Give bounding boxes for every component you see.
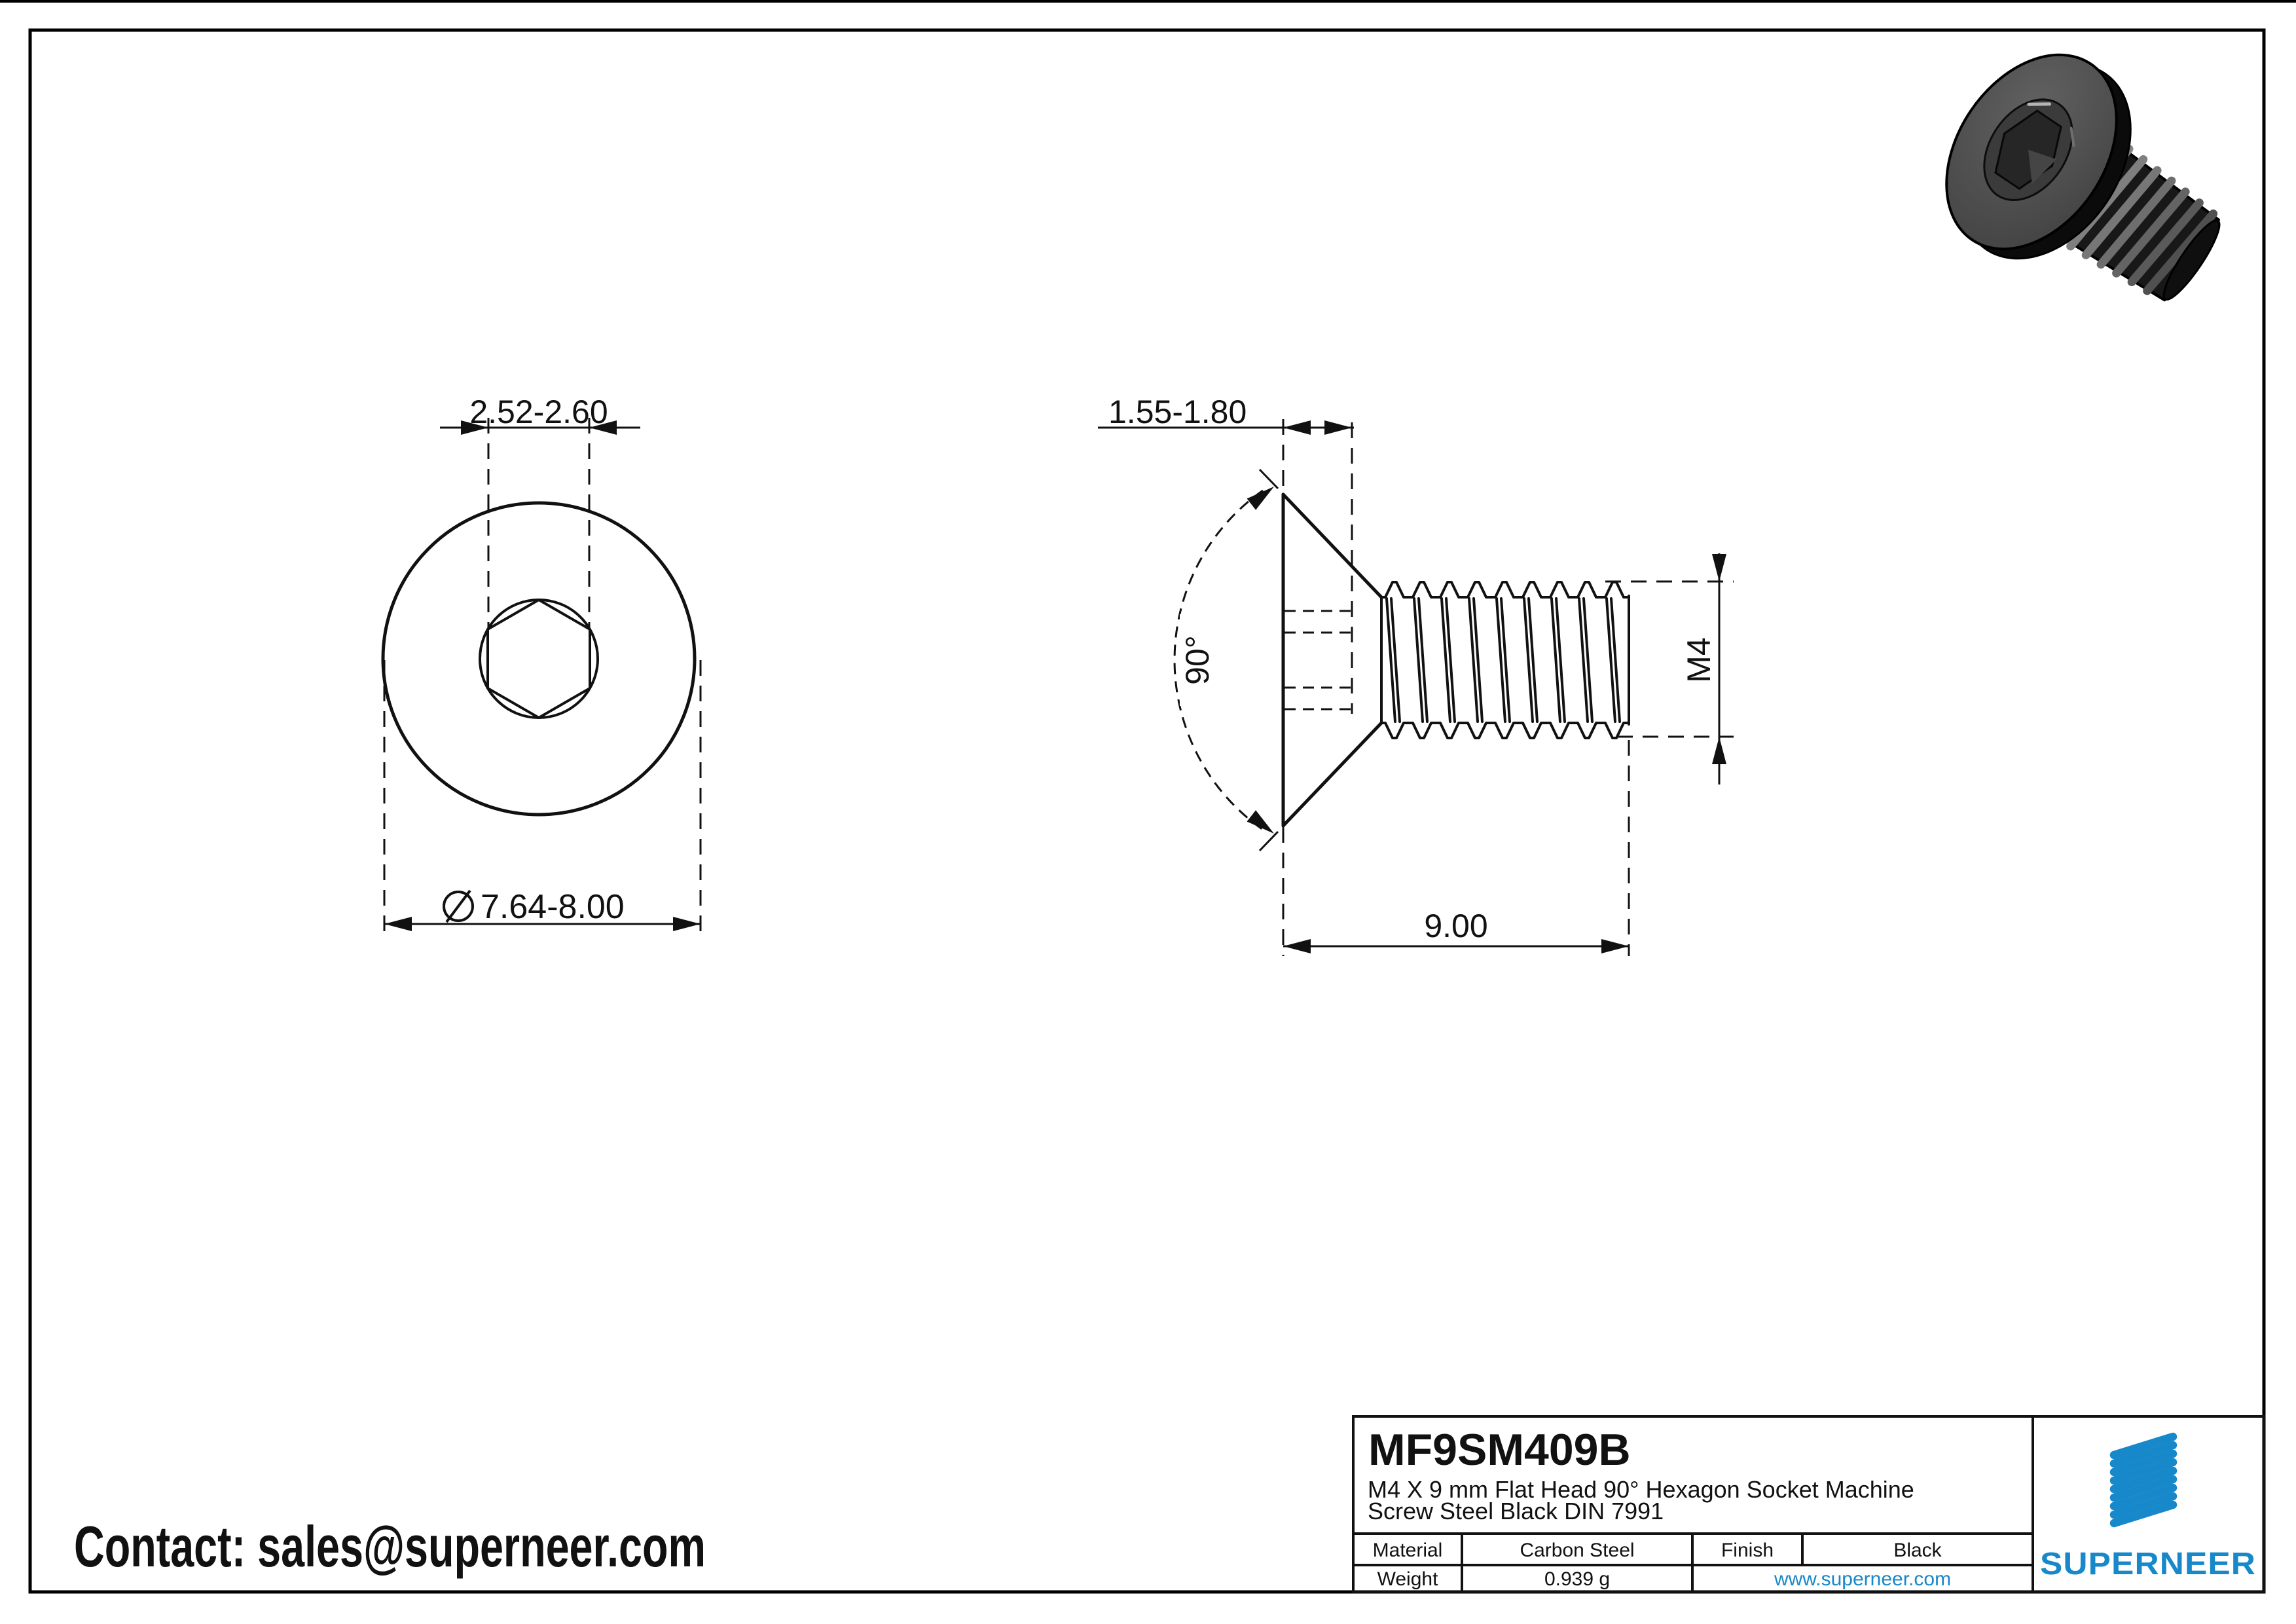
head-cone-bottom: [1281, 721, 1383, 828]
part-description-line1: M4 X 9 mm Flat Head 90° Hexagon Socket M…: [1368, 1476, 1914, 1503]
finish-value: Black: [1893, 1540, 1942, 1561]
screw-3d-glint: [2027, 102, 2052, 106]
weight-label: Weight: [1377, 1568, 1438, 1590]
contact-email-line: Contact: sales@superneer.com: [74, 1514, 706, 1579]
side-view: 1.55-1.80 90°: [1098, 394, 1734, 956]
title-block: MF9SM409B M4 X 9 mm Flat Head 90° Hexago…: [1352, 1415, 2265, 1593]
weight-value: 0.939 g: [1544, 1568, 1610, 1590]
socket-circle: [479, 599, 599, 719]
website-link[interactable]: www.superneer.com: [1774, 1568, 1951, 1590]
diameter-symbol-icon: [443, 889, 474, 923]
socket-dimension: 2.52-2.60: [440, 394, 640, 627]
head-cone-top: [1281, 492, 1383, 599]
material-label: Material: [1373, 1540, 1443, 1561]
part-number: MF9SM409B: [1368, 1425, 1631, 1475]
brand-logo-icon: [2109, 1432, 2178, 1528]
countersink-angle-dimension: 90°: [1173, 468, 1279, 852]
screw-3d-glint-2: [2069, 126, 2075, 147]
hidden-socket-lines: [1285, 422, 1353, 714]
drawing-frame: [28, 28, 2266, 1594]
length-dimension: 9.00: [1282, 740, 1630, 956]
head-diameter-dimension: 7.64-8.00: [383, 660, 702, 935]
thread-size-text: M4: [1681, 637, 1717, 682]
title-block-border: [1352, 1415, 2265, 1593]
material-value: Carbon Steel: [1520, 1540, 1634, 1561]
head-height-text: 1.55-1.80: [1108, 394, 1247, 430]
thread-profile: [1380, 581, 1630, 739]
socket-dimension-text: 2.52-2.60: [469, 394, 608, 430]
brand-name: SUPERNEER: [2040, 1547, 2256, 1581]
screw-3d-image: [1945, 53, 2221, 302]
page-top-edge: [0, 0, 2296, 3]
finish-label: Finish: [1721, 1540, 1774, 1561]
head-height-dimension: 1.55-1.80: [1098, 394, 1354, 493]
screw-3d-tip: [2162, 219, 2221, 301]
hex-socket-outline: [486, 599, 591, 719]
head-outline-circle: [381, 501, 697, 817]
countersink-angle-text: 90°: [1179, 635, 1216, 685]
thread-size-dimension: M4: [1605, 553, 1734, 784]
part-description-line2: Screw Steel Black DIN 7991: [1368, 1498, 1664, 1524]
screw-3d-socket-facet: [2028, 149, 2057, 184]
head-diameter-text: 7.64-8.00: [481, 888, 625, 926]
length-text: 9.00: [1424, 908, 1487, 944]
front-view: 2.52-2.60 7.64-8.00: [381, 394, 702, 935]
